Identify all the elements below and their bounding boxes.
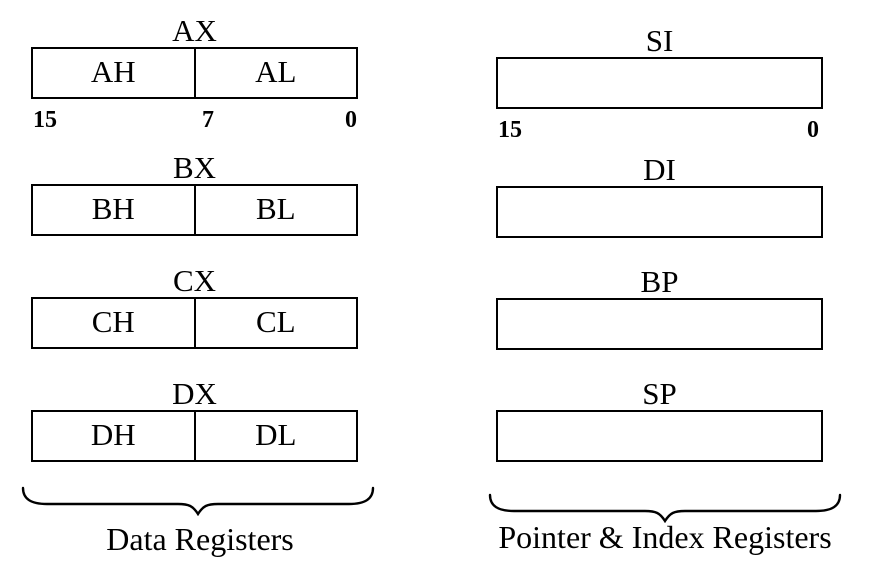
data-registers-caption: Data Registers xyxy=(106,521,294,557)
ax-bit-ruler: 15 7 0 xyxy=(31,108,358,132)
register-ah-cell: AH xyxy=(33,49,196,97)
register-di-box xyxy=(496,186,823,238)
register-bh-cell: BH xyxy=(33,186,196,234)
bit-label-0: 0 xyxy=(807,117,819,143)
register-si-title: SI xyxy=(645,23,674,58)
register-dx-title: DX xyxy=(172,376,217,411)
register-bp-box xyxy=(496,298,823,350)
register-bx-title: BX xyxy=(172,150,217,185)
register-si-box xyxy=(496,57,823,109)
register-ax-box: AH AL xyxy=(31,47,358,99)
register-ch-cell: CH xyxy=(33,299,196,347)
register-bx-box: BH BL xyxy=(31,184,358,236)
register-dl-cell: DL xyxy=(255,417,297,452)
register-sp-box xyxy=(496,410,823,462)
bit-label-15: 15 xyxy=(498,117,522,143)
register-al-cell: AL xyxy=(255,54,297,89)
register-bp-title: BP xyxy=(640,264,679,299)
register-ax-title: AX xyxy=(172,13,217,48)
register-dx-box: DH DL xyxy=(31,410,358,462)
si-bit-ruler: 15 0 xyxy=(496,118,823,142)
register-cx-box: CH CL xyxy=(31,297,358,349)
register-di-title: DI xyxy=(643,152,676,187)
bit-label-7: 7 xyxy=(202,107,214,133)
underbrace-icon xyxy=(21,486,375,516)
pointer-index-registers-caption: Pointer & Index Registers xyxy=(498,519,832,555)
register-cx-title: CX xyxy=(172,263,217,298)
register-cl-cell: CL xyxy=(255,304,296,339)
bit-label-0: 0 xyxy=(345,107,357,133)
register-sp-title: SP xyxy=(642,376,677,411)
underbrace-icon xyxy=(488,493,842,523)
register-dh-cell: DH xyxy=(33,412,196,460)
bit-label-15: 15 xyxy=(33,107,57,133)
register-bl-cell: BL xyxy=(255,191,296,226)
